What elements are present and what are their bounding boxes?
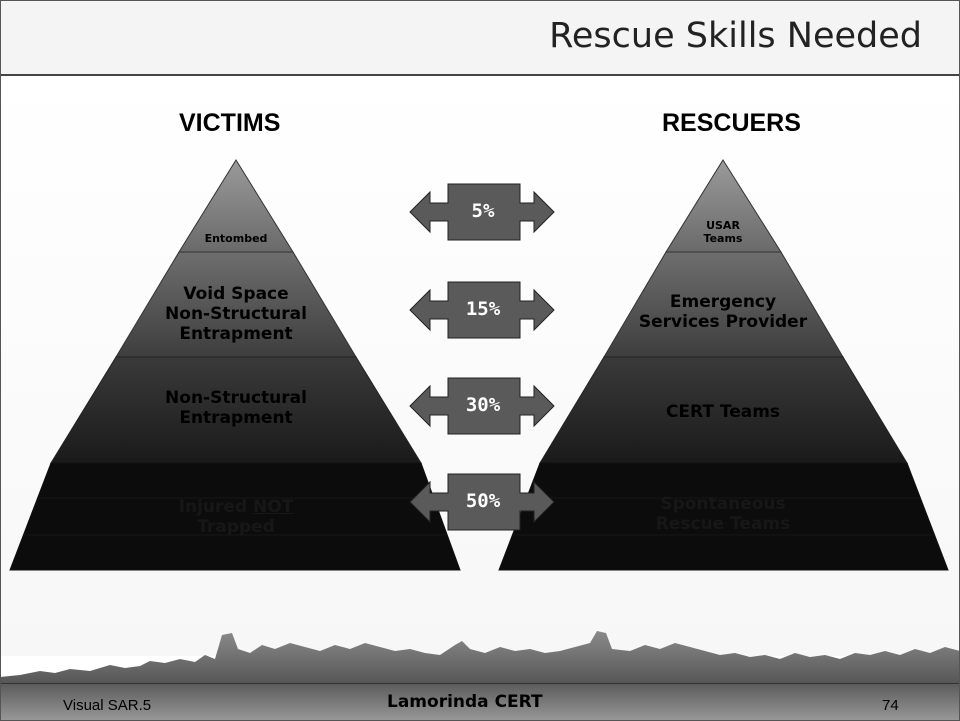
victims-label-void-space: Void Space Non-Structural Entrapment (165, 284, 307, 344)
rescuers-label-cert: CERT Teams (665, 402, 781, 422)
victims-pyramid (9, 159, 461, 571)
slide-title: Rescue Skills Needed (549, 16, 922, 56)
victims-tier-4 (9, 462, 461, 571)
rescuers-tier-4 (498, 462, 949, 571)
footer-organization: Lamorinda CERT (387, 692, 543, 712)
city-skyline-image (0, 631, 960, 685)
victims-label-injured: Injured NOT Trapped (178, 497, 294, 537)
percent-50: 50% (465, 490, 501, 512)
footer-bar: Visual SAR.5 Lamorinda CERT 74 (0, 683, 960, 721)
rescuers-label-ems: Emergency Services Provider (638, 292, 808, 332)
footer-page-number: 74 (882, 697, 899, 714)
victims-heading: VICTIMS (179, 109, 281, 137)
percent-5: 5% (471, 200, 495, 222)
arrow-50 (409, 473, 555, 531)
rescuers-pyramid (498, 159, 949, 571)
percent-15: 15% (465, 298, 501, 320)
victims-label-non-structural: Non-Structural Entrapment (165, 388, 307, 428)
arrow-5 (409, 183, 555, 241)
arrow-30 (409, 377, 555, 435)
title-bar: Rescue Skills Needed (0, 0, 960, 76)
footer-module: Visual SAR.5 (63, 697, 152, 714)
arrow-15 (409, 281, 555, 339)
rescuers-label-usar: USAR Teams (703, 219, 743, 245)
victims-label-entombed: Entombed (204, 232, 268, 245)
percent-30: 30% (465, 394, 501, 416)
rescuers-heading: RESCUERS (662, 109, 801, 137)
rescuers-label-spontaneous: Spontaneous Rescue Teams (655, 494, 791, 534)
